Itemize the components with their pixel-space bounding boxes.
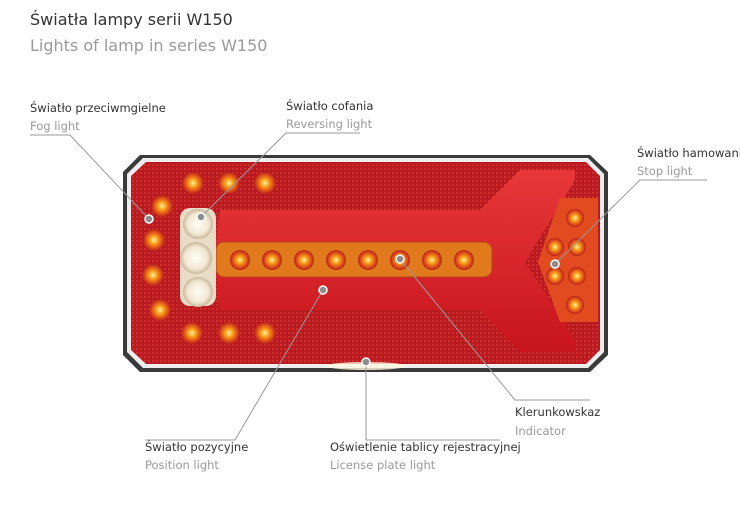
indicator-leds: [230, 250, 474, 270]
leader-lines: [30, 132, 707, 441]
indicator-bar: [215, 241, 493, 278]
indicator-label-en: Indicator: [515, 424, 566, 438]
reversing-leds: [180, 208, 216, 307]
reversing-label-pl: Światło cofania: [286, 99, 374, 113]
fog-label-en: Fog light: [30, 119, 80, 133]
reversing-label-en: Reversing light: [286, 117, 373, 131]
stop-leds: [538, 198, 598, 322]
position-label-en: Position light: [145, 458, 219, 472]
stop-label-pl: Światło hamowania: [637, 146, 740, 160]
position-label-pl: Światło pozycyjne: [145, 440, 249, 454]
fog-leds: [142, 172, 276, 344]
indicator-label-pl: Klerunkowskaz: [515, 405, 601, 419]
stop-label-en: Stop light: [637, 164, 693, 178]
callout-dots: [144, 212, 560, 367]
license-label-pl: Oświetlenie tablicy rejestracyjnej: [330, 440, 521, 454]
license-label-en: License plate light: [330, 458, 436, 472]
fog-label-pl: Światło przeciwmgielne: [30, 101, 166, 115]
page-subtitle: Lights of lamp in series W150: [30, 36, 268, 55]
page-title: Światła lampy serii W150: [30, 10, 233, 29]
